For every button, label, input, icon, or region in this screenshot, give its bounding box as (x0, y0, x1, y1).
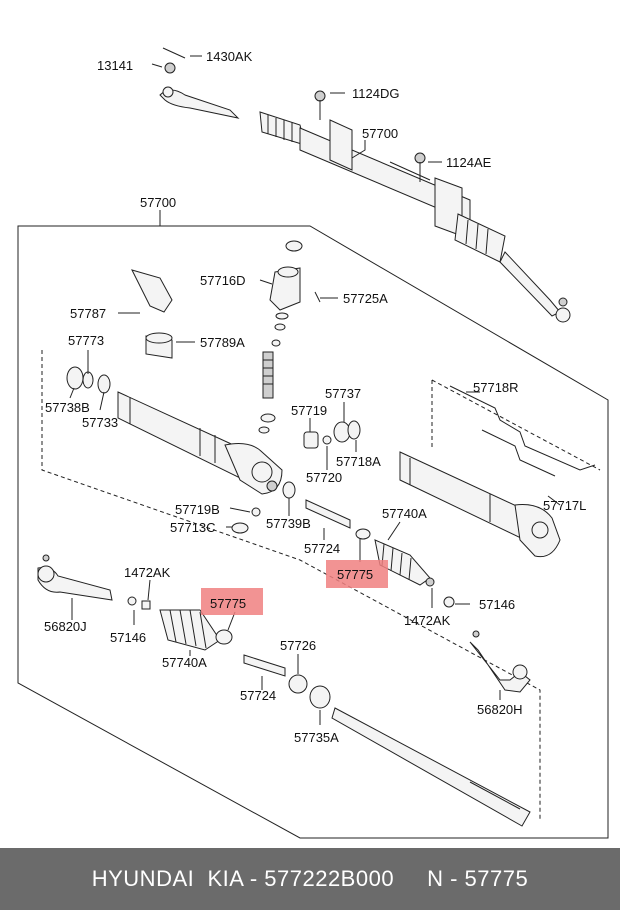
label-57724-left: 57724 (240, 688, 276, 703)
right-tie-rod-end (469, 630, 531, 693)
rack-bar (331, 707, 531, 827)
label-57740a-left: 57740A (162, 655, 207, 670)
top-assembly (159, 47, 571, 323)
bracket (131, 269, 173, 313)
label-1430ak: 1430AK (206, 49, 253, 64)
highlight-57775-left (201, 588, 263, 615)
label-1472ak-right: 1472AK (404, 613, 451, 628)
label-57713c: 57713C (170, 520, 216, 535)
label-1124ae: 1124AE (446, 155, 492, 170)
label-57773: 57773 (68, 333, 104, 348)
label-57725a: 57725A (343, 291, 388, 306)
label-57733: 57733 (82, 415, 118, 430)
left-tie-rod-end (37, 554, 151, 610)
label-57737: 57737 (325, 386, 361, 401)
label-57146-left: 57146 (110, 630, 146, 645)
assembly-frame (17, 225, 609, 839)
highlight-57775-right (326, 560, 388, 588)
rack-housing-main (117, 351, 283, 495)
label-57146-right: 57146 (479, 597, 515, 612)
label-57726: 57726 (280, 638, 316, 653)
label-57719b: 57719B (175, 502, 220, 517)
footer-caption: HYUNDAI KIA - 577222B000 N - 57775 (91, 866, 529, 891)
label-57789a: 57789A (200, 335, 245, 350)
label-1472ak-left: 1472AK (124, 565, 171, 580)
label-57740a-right: 57740A (382, 506, 427, 521)
label-57739b: 57739B (266, 516, 311, 531)
label-57716d: 57716D (200, 273, 246, 288)
footer-bar: HYUNDAI KIA - 577222B000 N - 57775 (0, 848, 620, 910)
label-57735a: 57735A (294, 730, 339, 745)
parts-diagram: 13141 1430AK 1124DG 57700 1124AE 57700 5… (17, 47, 609, 839)
label-57775-left: 57775 (210, 596, 246, 611)
label-57720: 57720 (306, 470, 342, 485)
label-57775-right: 57775 (337, 567, 373, 582)
label-57724-right: 57724 (304, 541, 340, 556)
rack-housing-secondary (399, 385, 596, 558)
label-57738b: 57738B (45, 400, 90, 415)
label-57700-top: 57700 (362, 126, 398, 141)
left-boot-group (159, 609, 331, 709)
label-56820j: 56820J (44, 619, 87, 634)
label-57787: 57787 (70, 306, 106, 321)
valve-housing (269, 240, 321, 347)
label-1124dg: 1124DG (352, 86, 399, 101)
label-13141: 13141 (97, 58, 133, 73)
label-57718r: 57718R (473, 380, 519, 395)
label-57717l: 57717L (543, 498, 586, 513)
label-56820h: 56820H (477, 702, 523, 717)
label-57719: 57719 (291, 403, 327, 418)
label-57700-box: 57700 (140, 195, 176, 210)
label-57718a: 57718A (336, 454, 381, 469)
